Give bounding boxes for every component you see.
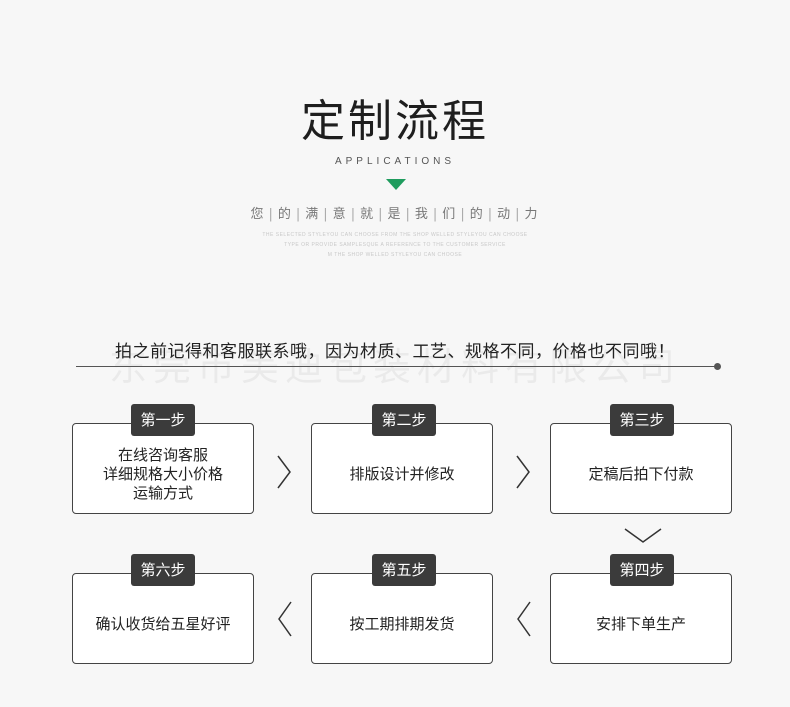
step-text: 按工期排期发货 [349, 614, 455, 633]
fine-print-line: TYPE OR PROVIDE SAMPLESQUE A REFERENCE T… [284, 242, 506, 248]
step-card-3: 定稿后拍下付款 [550, 423, 732, 514]
notice-text: 拍之前记得和客服联系哦，因为材质、工艺、规格不同，价格也不同哦！ [115, 342, 675, 362]
tagline-separator: | [460, 207, 467, 222]
chevron-left-icon [517, 601, 531, 637]
tagline-char: 动 [497, 207, 513, 222]
tagline-separator: | [295, 207, 303, 222]
tagline-separator: | [378, 207, 385, 222]
step-card-4: 安排下单生产 [550, 573, 732, 664]
step-label-4: 第四步 [610, 554, 674, 586]
step-card-6: 确认收货给五星好评 [72, 573, 254, 664]
step-label-2: 第二步 [372, 404, 436, 436]
divider [76, 366, 716, 367]
step-card-2: 排版设计并修改 [311, 423, 493, 514]
step-label-6: 第六步 [131, 554, 195, 586]
tagline-char: 们 [442, 207, 458, 222]
tagline-char: 是 [387, 207, 403, 222]
chevron-left-icon [278, 601, 292, 637]
step-card-5: 按工期排期发货 [311, 573, 493, 664]
tagline-char: 您 [250, 207, 266, 222]
divider-dot [714, 363, 721, 370]
fine-print-line: THE SELECTED STYLEYOU CAN CHOOSE FROM TH… [262, 232, 528, 238]
tagline-separator: | [515, 207, 522, 222]
tagline-separator: | [323, 207, 330, 222]
tagline-char: 的 [277, 207, 293, 222]
tagline-separator: | [268, 207, 275, 222]
subtitle: APPLICATIONS [334, 156, 456, 167]
step-card-1: 在线咨询客服详细规格大小价格运输方式 [72, 423, 254, 514]
tagline-char: 意 [332, 207, 348, 222]
step-label-1: 第一步 [131, 404, 195, 436]
tagline-char: 满 [305, 207, 321, 222]
tagline-char: 的 [469, 207, 485, 222]
step-text: 运输方式 [132, 483, 193, 502]
step-text: 详细规格大小价格 [102, 464, 223, 483]
company-watermark: 东莞市美迪包装材料有限公司 [108, 345, 681, 389]
step-text: 排版设计并修改 [349, 464, 455, 483]
chevron-down-icon [624, 528, 662, 543]
tagline-separator: | [487, 207, 495, 222]
tagline-char: 力 [524, 207, 540, 222]
page-title: 定制流程 [301, 96, 489, 147]
chevron-right-icon [277, 455, 291, 489]
tagline: 您|的|满|意|就|是|我|们|的|动|力 [0, 203, 790, 222]
step-label-5: 第五步 [372, 554, 436, 586]
tagline-separator: | [432, 207, 440, 222]
chevron-right-icon [516, 455, 530, 489]
step-text: 安排下单生产 [595, 614, 686, 633]
step-text: 在线咨询客服 [117, 445, 208, 464]
step-label-3: 第三步 [610, 404, 674, 436]
step-text: 确认收货给五星好评 [95, 614, 231, 633]
tagline-separator: | [350, 207, 358, 222]
step-text: 定稿后拍下付款 [588, 464, 694, 483]
tagline-char: 我 [414, 207, 430, 222]
tagline-separator: | [405, 207, 412, 222]
tagline-char: 就 [360, 207, 376, 222]
fine-print-line: M THE SHOP WELLED STYLEYOU CAN CHOOSE [327, 252, 463, 258]
down-triangle-icon [386, 179, 406, 190]
